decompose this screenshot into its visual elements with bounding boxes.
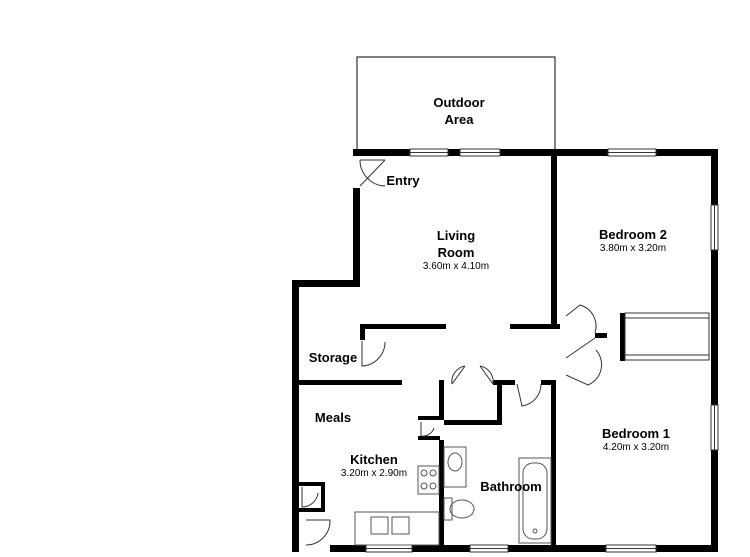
wardrobe bbox=[624, 312, 710, 361]
wall-kitchen-nook-b bbox=[418, 436, 440, 440]
room-name-meals: Meals bbox=[314, 410, 352, 425]
wall-storage-bottom bbox=[299, 380, 402, 385]
wall-bottom-c bbox=[508, 545, 606, 552]
door-bathroom bbox=[516, 383, 542, 407]
door-cupboard-meals bbox=[301, 487, 319, 508]
room-name-bedroom2: Bedroom 2 bbox=[599, 227, 667, 242]
label-kitchen: Kitchen 3.20m x 2.90m bbox=[341, 451, 407, 480]
wall-left-entry bbox=[353, 188, 360, 282]
door-bedroom1 bbox=[565, 349, 603, 386]
toilet-bowl bbox=[449, 499, 475, 519]
room-name-bedroom1: Bedroom 1 bbox=[602, 426, 670, 441]
wall-storage-right bbox=[360, 328, 365, 340]
wall-cupboard-b bbox=[299, 508, 325, 512]
wall-right-top bbox=[711, 149, 718, 205]
bathtub bbox=[518, 457, 552, 544]
wall-right-mid bbox=[711, 250, 718, 405]
kitchen-stove bbox=[417, 465, 440, 495]
wall-cupboard bbox=[299, 482, 325, 486]
room-dims-living: 3.60m x 4.10m bbox=[422, 261, 490, 272]
room-dims-bedroom2: 3.80m x 3.20m bbox=[599, 243, 667, 254]
wall-kitchen-right bbox=[439, 440, 444, 545]
fixtures bbox=[354, 446, 552, 546]
doors bbox=[301, 159, 603, 546]
wall-living-divider-right bbox=[510, 324, 560, 329]
wall-linen-bottom bbox=[444, 420, 502, 425]
room-name-outdoor: Outdoor Area bbox=[433, 95, 485, 127]
label-entry: Entry bbox=[386, 172, 419, 189]
room-dims-bedroom1: 4.20m x 3.20m bbox=[602, 442, 670, 453]
label-bathroom: Bathroom bbox=[480, 478, 541, 495]
wall-bottom-d bbox=[656, 545, 718, 552]
wall-bedroom2-bottom-a bbox=[595, 333, 607, 338]
room-name-entry: Entry bbox=[386, 173, 420, 188]
wall-top-left bbox=[353, 149, 410, 156]
bathtub-inner bbox=[522, 462, 548, 540]
wall-top-far bbox=[656, 149, 718, 156]
wall-hall-left-top bbox=[439, 380, 444, 420]
wall-right-bottom bbox=[711, 450, 718, 552]
kitchen-sink bbox=[370, 516, 389, 535]
wall-left-step bbox=[292, 280, 360, 287]
door-bedroom2 bbox=[565, 304, 597, 334]
wall-left-main bbox=[292, 280, 299, 552]
label-storage: Storage bbox=[309, 349, 357, 366]
wall-linen-right bbox=[497, 380, 502, 425]
wall-bath-right bbox=[551, 380, 556, 545]
kitchen-bench bbox=[354, 511, 440, 546]
wall-top-mid bbox=[448, 149, 460, 156]
wall-cupboard-side bbox=[321, 482, 325, 512]
door-storage bbox=[361, 341, 386, 367]
label-bedroom-2: Bedroom 2 3.80m x 3.20m bbox=[599, 226, 667, 255]
door-cupboard-kitchen bbox=[420, 422, 435, 437]
label-bedroom-1: Bedroom 1 4.20m x 3.20m bbox=[602, 425, 670, 454]
room-name-bathroom: Bathroom bbox=[480, 479, 542, 494]
bath-basin-cabinet bbox=[443, 446, 467, 488]
windows bbox=[365, 148, 719, 553]
door-linen bbox=[451, 365, 494, 385]
walls bbox=[292, 149, 718, 552]
label-outdoor-area: Outdoor Area bbox=[433, 94, 484, 128]
wall-linen-top-right bbox=[493, 380, 515, 385]
wall-bottom-b bbox=[412, 545, 470, 552]
toilet-cistern bbox=[443, 497, 453, 521]
wall-bedroom2-left bbox=[551, 156, 557, 328]
room-dims-kitchen: 3.20m x 2.90m bbox=[340, 468, 408, 479]
label-living-room: Living Room 3.60m x 4.10m bbox=[423, 227, 489, 273]
kitchen-sink-2 bbox=[391, 516, 410, 535]
label-meals: Meals bbox=[315, 409, 351, 426]
door-side-entry bbox=[305, 519, 331, 546]
bath-basin bbox=[447, 452, 463, 472]
door-hall bbox=[565, 337, 596, 359]
wall-bath-top bbox=[541, 380, 556, 385]
wall-top-right bbox=[500, 149, 608, 156]
room-name-kitchen: Kitchen bbox=[350, 452, 398, 467]
door-entry bbox=[359, 159, 386, 187]
room-name-living: Living Room bbox=[436, 228, 476, 260]
room-name-storage: Storage bbox=[308, 350, 358, 365]
wall-bedroom2-bottom-b bbox=[620, 313, 625, 361]
wall-kitchen-nook bbox=[418, 416, 440, 420]
wall-living-divider-left bbox=[360, 324, 446, 329]
wall-bottom-a bbox=[330, 545, 366, 552]
outdoor-area bbox=[356, 56, 556, 153]
